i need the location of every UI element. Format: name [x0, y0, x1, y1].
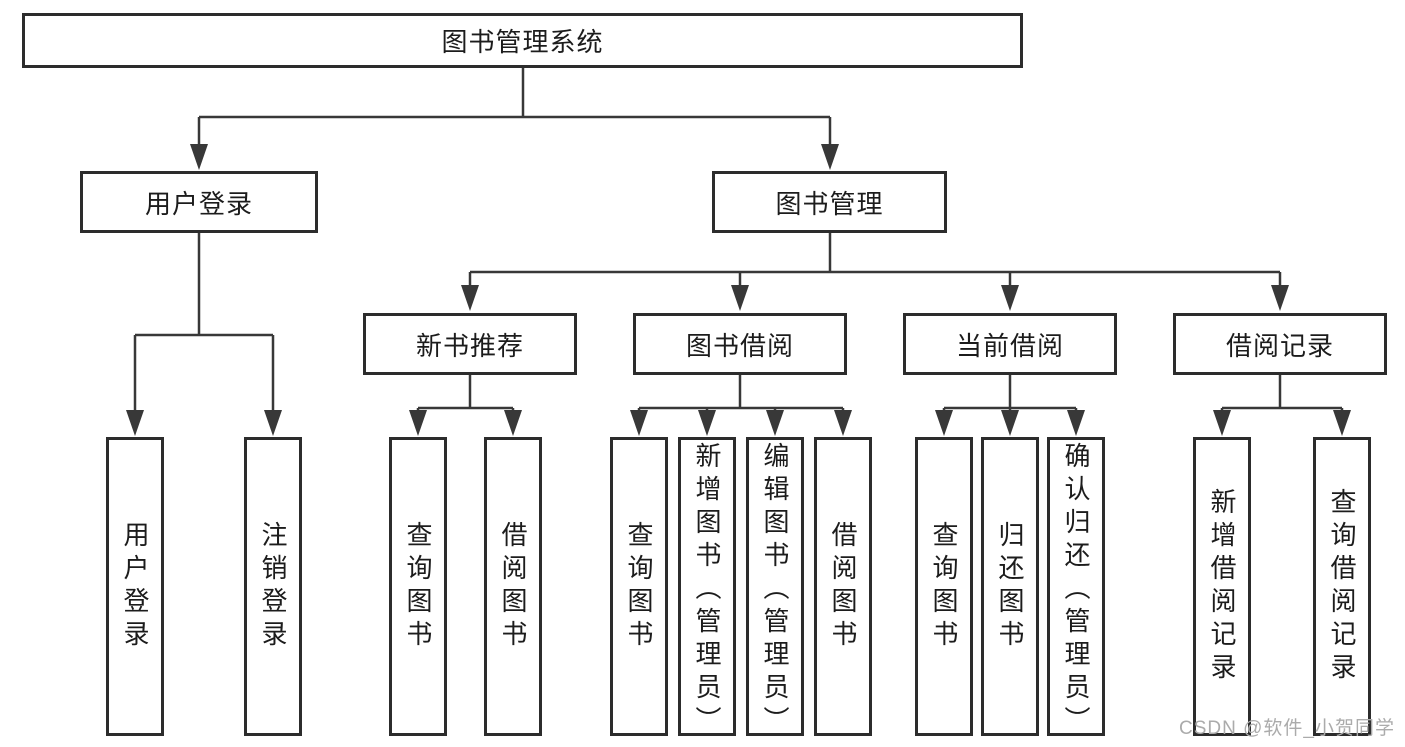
leaf-query-books-recommend-label: 查询图书: [403, 520, 433, 653]
leaf-edit-books-admin: 编辑图书（管理员）: [746, 437, 804, 739]
leaf-borrow-books-recommend-label: 借阅图书: [498, 520, 528, 653]
leaf-query-books-current-label: 查询图书: [929, 520, 959, 653]
arrowheads: [126, 144, 1351, 436]
leaf-borrow-books: 借阅图书: [814, 437, 872, 736]
node-new-book-recommend: 新书推荐: [363, 313, 577, 375]
node-book-management-branch: 图书管理: [712, 171, 947, 233]
leaf-user-login: 用户登录: [106, 437, 164, 736]
leaf-add-books-admin-label: 新增图书（管理员）: [692, 441, 722, 739]
leaf-query-borrow-record-label: 查询借阅记录: [1327, 487, 1357, 686]
node-root-system: 图书管理系统: [22, 13, 1023, 68]
leaf-borrow-books-label: 借阅图书: [828, 520, 858, 653]
leaf-query-books-current: 查询图书: [915, 437, 973, 736]
node-borrowing-records: 借阅记录: [1173, 313, 1387, 375]
leaf-confirm-return-admin-label: 确认归还（管理员）: [1061, 441, 1091, 739]
leaf-query-books-borrowing: 查询图书: [610, 437, 668, 736]
leaf-add-borrow-record: 新增借阅记录: [1193, 437, 1251, 736]
leaf-logout-label: 注销登录: [258, 520, 288, 653]
leaf-query-books-borrowing-label: 查询图书: [624, 520, 654, 653]
leaf-edit-books-admin-label: 编辑图书（管理员）: [760, 441, 790, 739]
leaf-return-books: 归还图书: [981, 437, 1039, 736]
node-current-borrowing: 当前借阅: [903, 313, 1117, 375]
leaf-return-books-label: 归还图书: [995, 520, 1025, 653]
leaf-add-books-admin: 新增图书（管理员）: [678, 437, 736, 739]
leaf-query-borrow-record: 查询借阅记录: [1313, 437, 1371, 736]
node-user-login-branch: 用户登录: [80, 171, 318, 233]
leaf-query-books-recommend: 查询图书: [389, 437, 447, 736]
leaf-user-login-label: 用户登录: [120, 520, 150, 653]
leaf-borrow-books-recommend: 借阅图书: [484, 437, 542, 736]
node-book-borrowing: 图书借阅: [633, 313, 847, 375]
leaf-confirm-return-admin: 确认归还（管理员）: [1047, 437, 1105, 739]
leaf-add-borrow-record-label: 新增借阅记录: [1207, 487, 1237, 686]
leaf-logout: 注销登录: [244, 437, 302, 736]
csdn-watermark: CSDN @软件_小贺同学: [1179, 718, 1395, 739]
